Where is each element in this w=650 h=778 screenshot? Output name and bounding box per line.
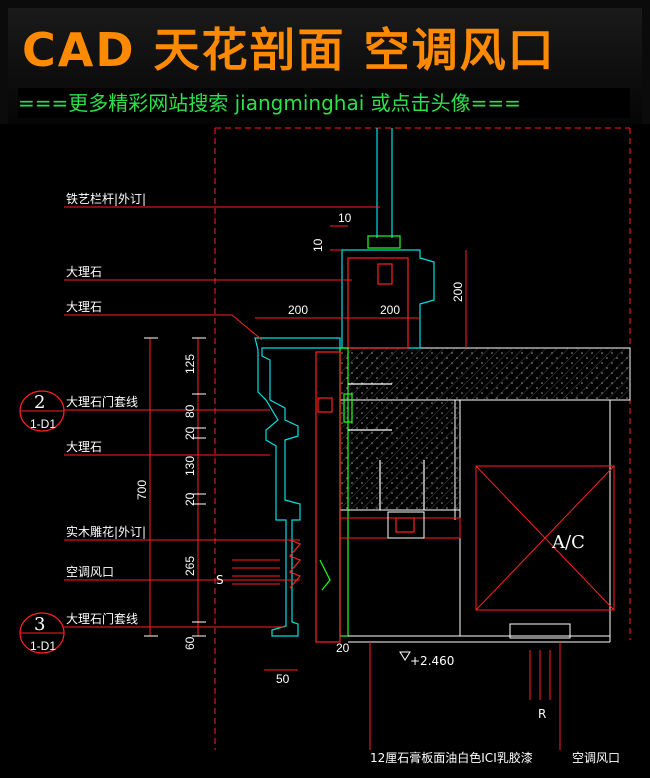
dim-700: 700 xyxy=(135,480,149,500)
label-wood-carving: 实木雕花|外订| xyxy=(66,524,146,539)
ac-unit-label: A/C xyxy=(551,532,585,553)
dim-20-c: 20 xyxy=(336,641,350,655)
concrete-slab xyxy=(339,347,631,511)
dim-20-b: 20 xyxy=(183,492,197,506)
dim-200-left: 200 xyxy=(288,303,308,317)
label-railing: 铁艺栏杆|外订| xyxy=(66,191,146,206)
s-mark: S xyxy=(216,573,224,587)
r-mark: R xyxy=(538,707,546,721)
callout-3: 3 1-D1 xyxy=(19,612,65,654)
dim-265: 265 xyxy=(183,556,197,576)
dim-80: 80 xyxy=(183,404,197,418)
level-triangle-icon xyxy=(399,651,411,661)
anchor-bolts xyxy=(317,383,425,533)
ac-unit xyxy=(475,465,615,639)
banner-title: CAD 天花剖面 空调风口 xyxy=(22,23,556,77)
ceiling-bulkhead xyxy=(339,400,611,643)
callout-3-number: 3 xyxy=(34,614,45,635)
dim-200-vertical: 200 xyxy=(451,282,465,302)
callout-2-sheet: 1-D1 xyxy=(30,417,56,431)
callout-3-sheet: 1-D1 xyxy=(30,639,56,653)
dimension-ticks xyxy=(144,337,206,637)
leader-lines xyxy=(64,206,561,750)
callout-2-number: 2 xyxy=(34,392,45,413)
callout-2: 2 1-D1 xyxy=(19,390,65,432)
label-bottom-note: 12厘石膏板面油白色ICI乳胶漆 xyxy=(370,750,533,765)
banner-subtitle-text: ===更多精彩网站搜索 jiangminghai 或点击头像=== xyxy=(18,91,521,115)
label-door-trim-2: 大理石门套线 xyxy=(66,611,138,626)
label-marble-1: 大理石 xyxy=(66,265,102,279)
banner-subtitle: ===更多精彩网站搜索 jiangminghai 或点击头像=== xyxy=(18,88,630,118)
dim-130: 130 xyxy=(183,456,197,476)
dim-200-right: 200 xyxy=(380,303,400,317)
dim-10-side: 10 xyxy=(311,238,325,252)
label-ac-vent-left: 空调风口 xyxy=(66,565,114,579)
wall-trim xyxy=(254,337,349,643)
railing-post xyxy=(341,128,435,349)
header-banner: CAD 天花剖面 空调风口 ===更多精彩网站搜索 jiangminghai 或… xyxy=(0,0,650,124)
label-marble-2: 大理石 xyxy=(66,300,102,314)
dim-20-a: 20 xyxy=(183,426,197,440)
level-mark: +2.460 xyxy=(410,654,454,668)
label-marble-3: 大理石 xyxy=(66,440,102,454)
label-door-trim-1: 大理石门套线 xyxy=(66,394,138,409)
dim-10-top: 10 xyxy=(338,211,352,225)
dimension-lines xyxy=(149,225,467,671)
label-ac-vent-right: 空调风口 xyxy=(572,751,620,765)
dim-60: 60 xyxy=(183,636,197,650)
dim-50: 50 xyxy=(276,672,290,686)
dim-125: 125 xyxy=(183,354,197,374)
